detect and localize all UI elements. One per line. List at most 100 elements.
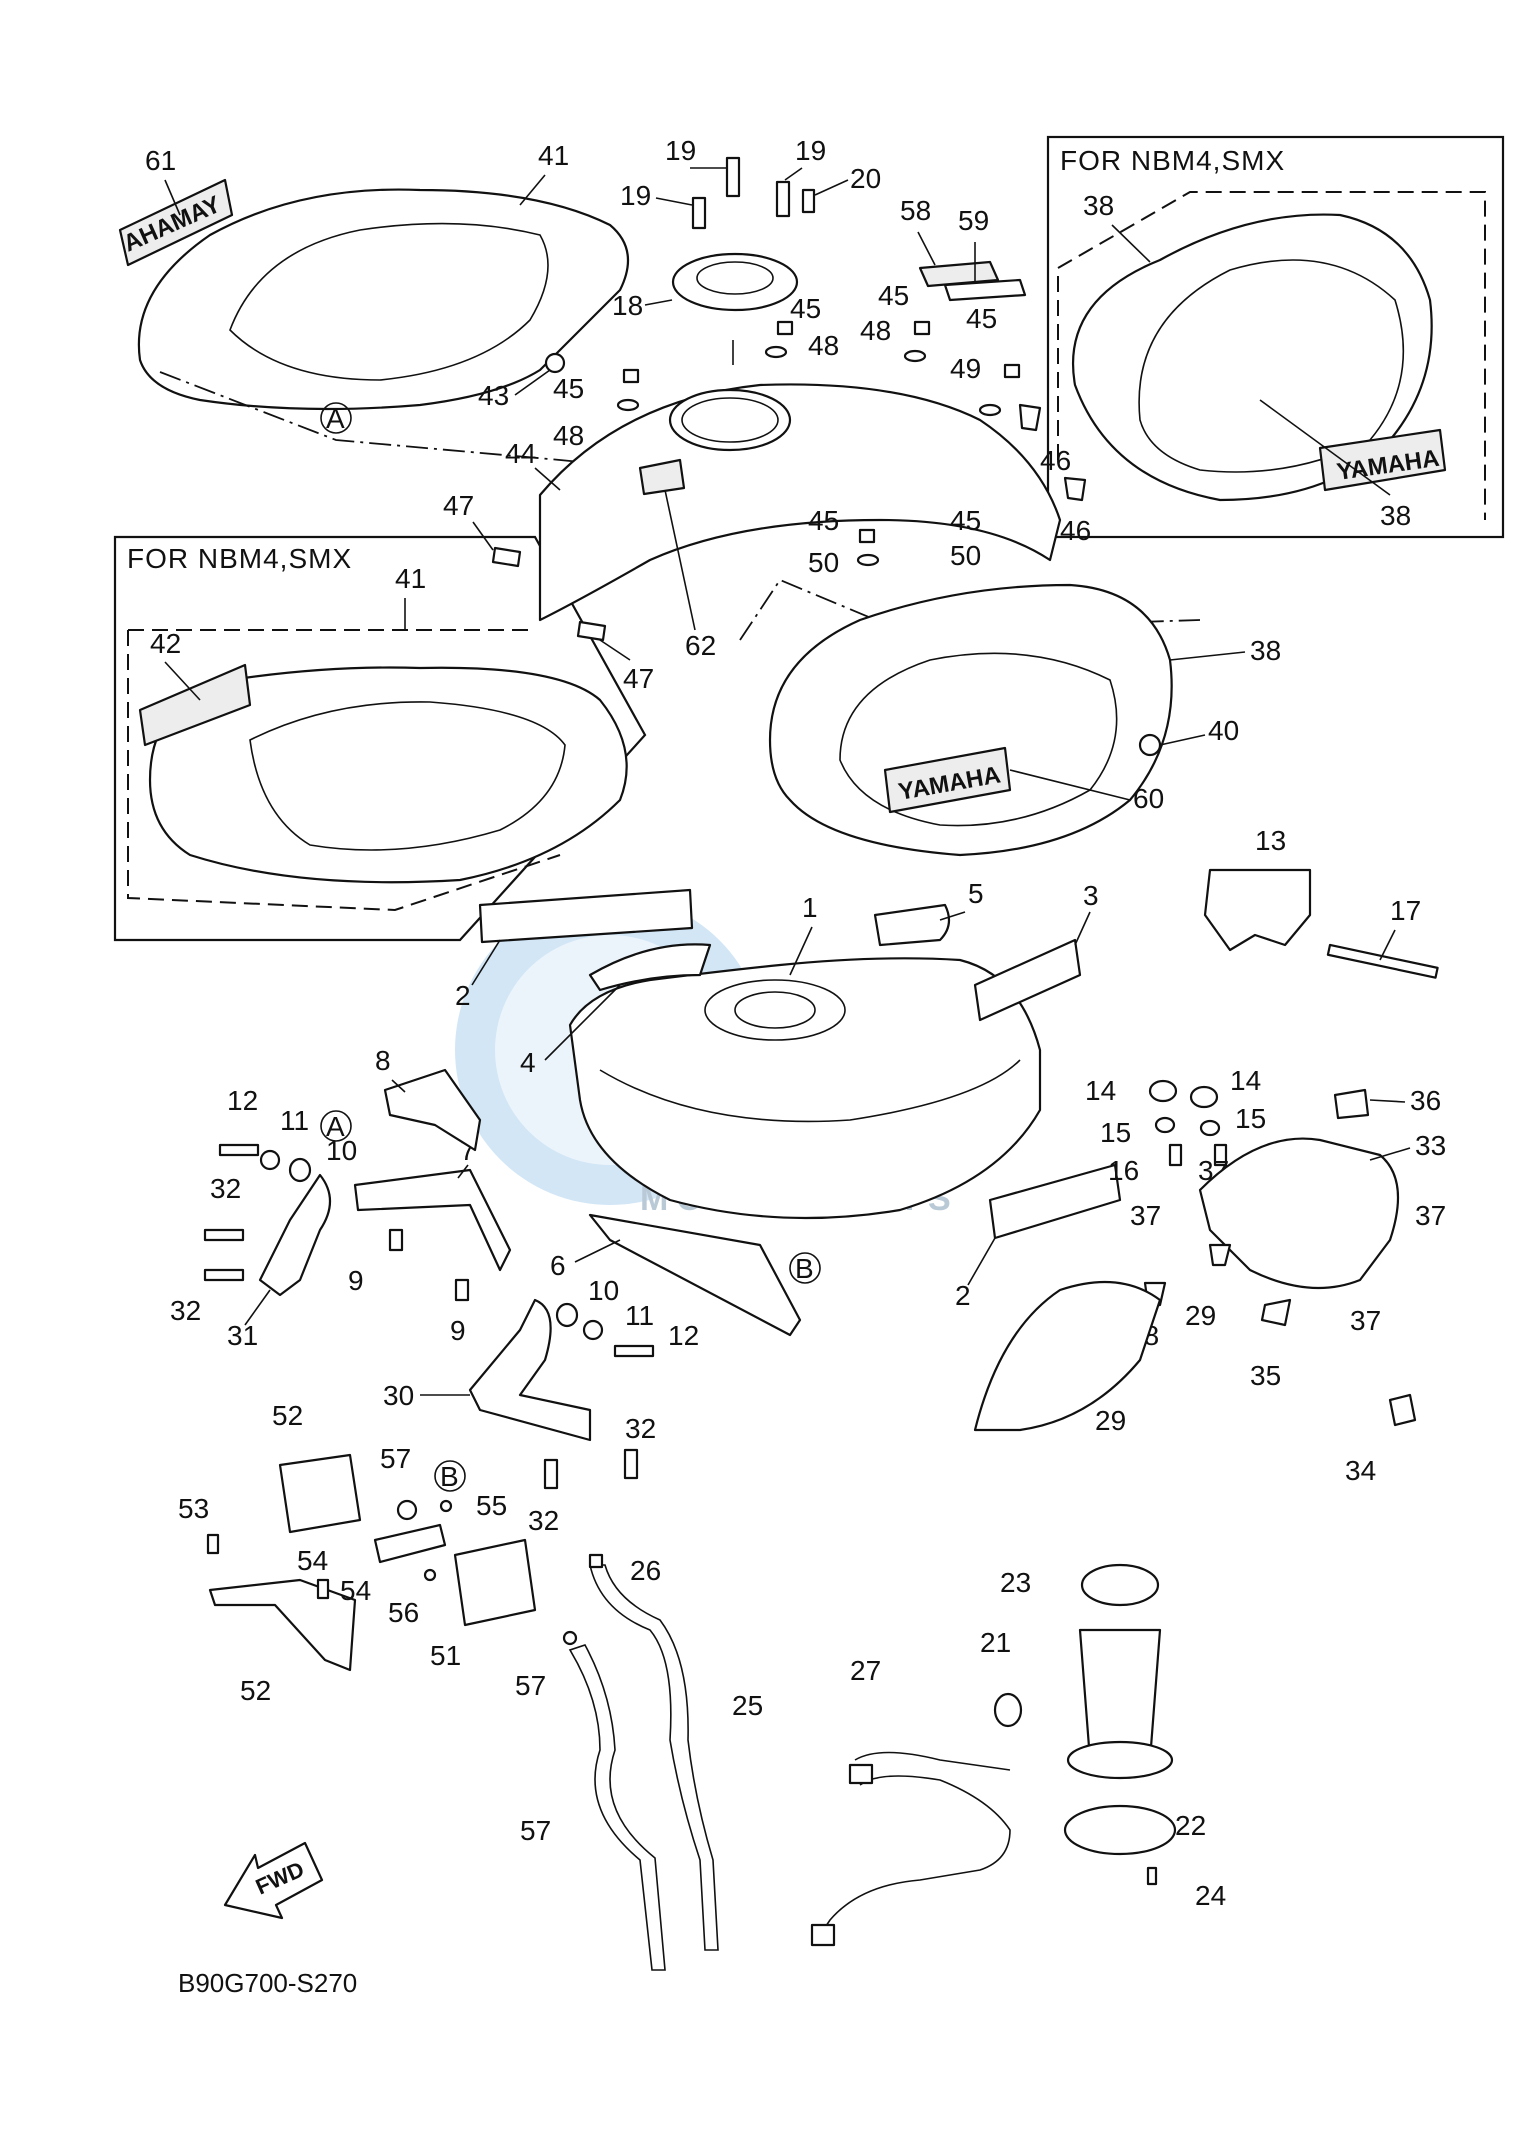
callout-9: 9 [450, 1315, 466, 1346]
callout-32: 32 [170, 1295, 201, 1326]
right-bracket-group: 13 17 14 14 15 15 16 16 37 33 34 35 36 3… [973, 825, 1446, 1486]
callout-37: 37 [1350, 1305, 1381, 1336]
label-59 [943, 278, 1027, 302]
callout-48: 50 [950, 540, 981, 571]
sticker-3 [973, 938, 1082, 1022]
clamp-54 [439, 1499, 453, 1513]
callout-59: 59 [958, 205, 989, 236]
callout-42: 42 [150, 628, 181, 659]
variant-box-left: FOR NBM4,SMX 41 42 [113, 535, 647, 942]
bolt-24 [1146, 1866, 1158, 1886]
hose-55 [568, 1644, 666, 1971]
callout-54: 56 [388, 1597, 419, 1628]
emblem-61 [118, 178, 234, 267]
callout-48: 49 [950, 353, 981, 384]
fwd-arrow: FWD [223, 1841, 324, 1920]
tank-top-cover-group: AHAMAY 61 41 43 A [118, 140, 771, 481]
bolt-16 [1168, 1143, 1183, 1167]
grommet-28 [1208, 1243, 1232, 1267]
callout-15: 15 [1100, 1117, 1131, 1148]
callout-37: 37 [1415, 1200, 1446, 1231]
clip-57 [396, 1499, 418, 1521]
ref-mark-b [434, 1460, 466, 1492]
clip-46 [1063, 476, 1087, 502]
badge-62 [638, 458, 686, 496]
callout-45: 45 [966, 303, 997, 334]
washer-48 [764, 345, 788, 359]
callout-22: 22 [1175, 1810, 1206, 1841]
callout-32: 32 [210, 1173, 241, 1204]
fuel-pump-21 [1078, 1628, 1162, 1762]
fuel-pump-group: 23 21 22 24 27 [810, 1563, 1226, 1947]
variant-box-title: FOR NBM4,SMX [127, 543, 352, 574]
stay-7 [353, 1168, 512, 1272]
callout-48: 48 [860, 315, 891, 346]
callout-48: 50 [808, 547, 839, 578]
side-cover-38 [768, 583, 1173, 857]
callout-47: 47 [623, 663, 654, 694]
callout-12: 12 [227, 1085, 258, 1116]
washer-48 [978, 403, 1002, 417]
callout-11: 11 [280, 1105, 309, 1136]
callout-48: 48 [553, 420, 584, 451]
washer-48 [856, 553, 880, 567]
collar-10 [288, 1157, 312, 1183]
diagram-code: B90G700-S270 [178, 1968, 357, 1998]
screw-45 [913, 320, 931, 336]
callout-34: 34 [1345, 1455, 1376, 1486]
collar-15 [1154, 1116, 1176, 1134]
bracket-33 [1198, 1137, 1400, 1290]
callout-16: 16 [1108, 1155, 1139, 1186]
heat-guard-4 [588, 943, 712, 992]
canister-group: 52 51 52 53 54 54 55 56 57 B 57 25 57 26 [178, 1400, 763, 1971]
ref-mark-b-label: B [440, 1461, 459, 1492]
callout-50: 52 [272, 1400, 303, 1431]
bolt-16 [1213, 1143, 1228, 1167]
screw-45 [622, 368, 640, 384]
damper-11 [582, 1319, 604, 1341]
callout-43: 43 [478, 380, 509, 411]
callout-18: 18 [612, 290, 643, 321]
ref-mark-a-label: A [326, 1111, 345, 1142]
callout-9: 9 [348, 1265, 364, 1296]
callout-56: 57 [515, 1670, 546, 1701]
callout-28: 29 [1185, 1300, 1216, 1331]
grommet-14 [1148, 1079, 1178, 1103]
fuel-tank-group: 1 2 2 3 4 5 6 B 7 8 A [170, 878, 1122, 1536]
callout-10: 10 [326, 1135, 357, 1166]
clip-46 [1018, 403, 1042, 432]
bolt-12 [218, 1143, 260, 1157]
callout-3: 3 [1083, 880, 1099, 911]
variant-box-right: FOR NBM4,SMX YAMAHA 38 38 [1046, 135, 1505, 539]
callout-37: 37 [1130, 1200, 1161, 1231]
grommet-43 [544, 352, 566, 374]
cover-2 [988, 1163, 1122, 1240]
callout-14: 14 [1230, 1065, 1261, 1096]
callout-38b: 38 [1250, 635, 1281, 666]
callout-62: 62 [685, 630, 716, 661]
callout-52: 53 [178, 1493, 209, 1524]
callout-14: 14 [1085, 1075, 1116, 1106]
screw-45 [858, 528, 876, 544]
tank-top-cover-variant [148, 666, 628, 884]
callout-57: 57 [380, 1443, 411, 1474]
screw-45 [1003, 363, 1021, 379]
rivet-47 [491, 546, 522, 568]
callout-26: 26 [630, 1555, 661, 1586]
clip-35 [1260, 1298, 1292, 1327]
bracket-51 [208, 1578, 357, 1672]
callout-48: 48 [808, 330, 839, 361]
pad-5 [873, 903, 951, 947]
label-58 [918, 260, 1000, 288]
bolt-32 [623, 1448, 639, 1480]
bolt-52 [206, 1533, 220, 1555]
callout-21: 21 [980, 1627, 1011, 1658]
callout-46: 46 [1060, 515, 1091, 546]
callout-35: 35 [1250, 1360, 1281, 1391]
gasket-23 [1080, 1563, 1160, 1607]
callout-45: 45 [553, 373, 584, 404]
callout-30: 30 [383, 1380, 414, 1411]
bolt-52 [316, 1578, 330, 1600]
callout-46: 46 [1040, 445, 1071, 476]
